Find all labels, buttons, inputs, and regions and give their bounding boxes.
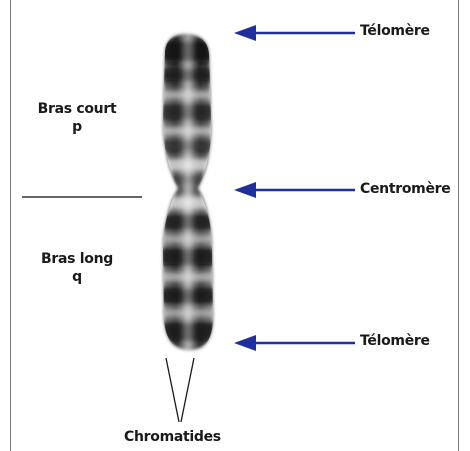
label-long-arm: Bras long q bbox=[22, 250, 132, 286]
chromosome bbox=[160, 34, 216, 350]
label-short-arm: Bras court p bbox=[22, 100, 132, 136]
arrow-telomere-bottom bbox=[234, 335, 355, 351]
arrow-centromere bbox=[234, 182, 355, 198]
long-arm-letter: q bbox=[22, 268, 132, 286]
label-chromatids: Chromatides bbox=[124, 428, 221, 446]
chromatid-pointer bbox=[166, 358, 194, 422]
label-telomere-bottom: Télomère bbox=[360, 332, 430, 350]
long-arm-name: Bras long bbox=[22, 250, 132, 268]
arrow-telomere-top bbox=[234, 25, 355, 41]
short-arm-letter: p bbox=[22, 118, 132, 136]
label-centromere: Centromère bbox=[360, 180, 450, 198]
label-telomere-top: Télomère bbox=[360, 22, 430, 40]
chromatid-gap bbox=[185, 36, 191, 350]
short-arm-name: Bras court bbox=[22, 100, 132, 118]
